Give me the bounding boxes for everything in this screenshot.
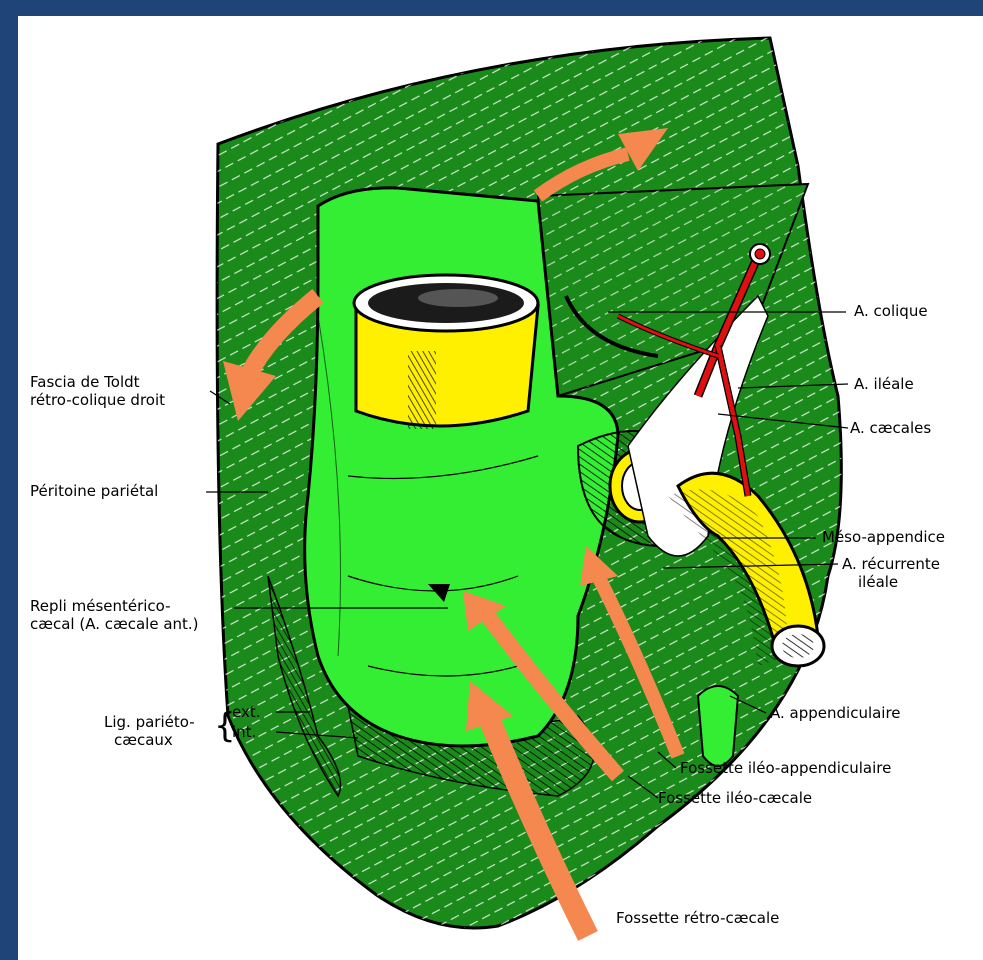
label-lig-line1: Lig. pariéto-: [104, 714, 195, 731]
anatomy-illustration: [18, 16, 983, 960]
label-repli-line2: cæcal (A. cæcale ant.): [30, 616, 199, 633]
label-colique: A. colique: [854, 303, 928, 320]
label-fossette-ileo-app: Fossette iléo-appendiculaire: [680, 760, 891, 777]
label-lig-line2: cæcaux: [114, 732, 173, 749]
label-fascia-line2: rétro-colique droit: [30, 392, 165, 409]
label-caecales: A. cæcales: [850, 420, 931, 437]
label-lig-int: int.: [232, 724, 256, 741]
label-fascia-line1: Fascia de Toldt: [30, 374, 140, 391]
label-recurrente-line1: A. récurrente: [842, 556, 940, 573]
label-lig-ext: ext.: [232, 704, 261, 721]
label-recurrente-line2: iléale: [858, 574, 898, 591]
label-ileale: A. iléale: [854, 376, 914, 393]
label-fossette-retro: Fossette rétro-cæcale: [616, 910, 779, 927]
label-meso: Méso-appendice: [822, 529, 945, 546]
colon-cut-end: [354, 275, 538, 429]
illustration-frame: Fascia de Toldt rétro-colique droit Péri…: [18, 16, 983, 960]
label-fossette-ileo-caecale: Fossette iléo-cæcale: [658, 790, 812, 807]
label-appendiculaire: A. appendiculaire: [770, 705, 901, 722]
label-repli-line1: Repli mésentérico-: [30, 598, 171, 615]
label-peritoine: Péritoine pariétal: [30, 483, 158, 500]
